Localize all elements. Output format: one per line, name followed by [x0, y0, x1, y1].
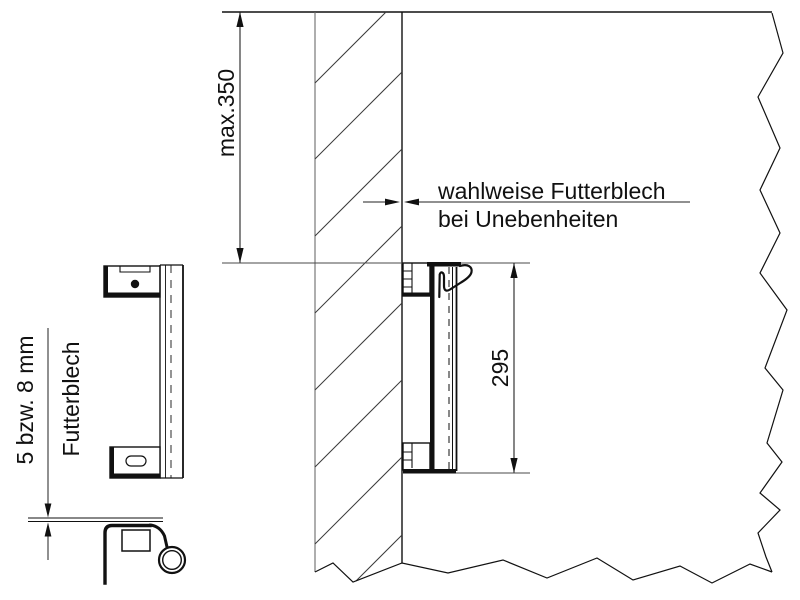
- shim-thickness-label: 5 bzw. 8 mm: [12, 335, 38, 464]
- rail-profile: [403, 262, 461, 474]
- clip-bend: [148, 523, 169, 549]
- retaining-clip: [438, 264, 473, 299]
- break-line-bottom: [314, 557, 773, 584]
- side-bottom-block: [109, 446, 161, 479]
- break-lines: [314, 12, 788, 584]
- shim-name-label: Futterblech: [58, 341, 84, 456]
- wall-section: [222, 11, 772, 582]
- arrow-up-icon: [44, 522, 52, 537]
- bracket-front-view: [402, 262, 473, 474]
- clip-tube-detail: [103, 523, 187, 585]
- arrow-down-icon: [510, 458, 518, 473]
- leader-futterblech-note: wahlweise Futterblech bei Unebenheiten: [363, 178, 690, 232]
- side-top-block: [103, 265, 161, 298]
- bracket-side-view: [103, 264, 184, 479]
- top-wall-block: [402, 262, 431, 297]
- tube-outer-circle: [157, 545, 187, 575]
- bottom-wall-block: [402, 442, 431, 471]
- arrow-down-icon: [44, 503, 52, 518]
- dimension-max350: max.350: [213, 12, 530, 264]
- dimension-295: 295: [456, 263, 530, 474]
- break-line-right: [757, 12, 788, 573]
- arrow-down-icon: [236, 248, 244, 263]
- shim-note-line1: wahlweise Futterblech: [437, 178, 666, 204]
- shim-note-line2: bei Unebenheiten: [438, 206, 618, 232]
- arrow-right-icon: [385, 198, 400, 206]
- slot-oval-icon: [125, 455, 147, 467]
- wall-hatching: [314, 11, 403, 582]
- dim-max350-label: max.350: [213, 69, 239, 157]
- screw-dot-icon: [130, 279, 140, 289]
- futterblech-plate-group: 5 bzw. 8 mm Futterblech: [12, 328, 163, 560]
- rail-cross-section: [121, 529, 151, 552]
- tube-inner-circle: [161, 550, 182, 571]
- dimension-shim-thickness: 5 bzw. 8 mm Futterblech: [12, 328, 84, 560]
- side-rail-column: [159, 264, 184, 479]
- arrow-left-icon: [404, 198, 419, 206]
- clip-profile: [103, 523, 152, 585]
- arrow-up-icon: [510, 263, 518, 278]
- arrow-up-icon: [236, 12, 244, 27]
- dim-295-label: 295: [487, 349, 513, 387]
